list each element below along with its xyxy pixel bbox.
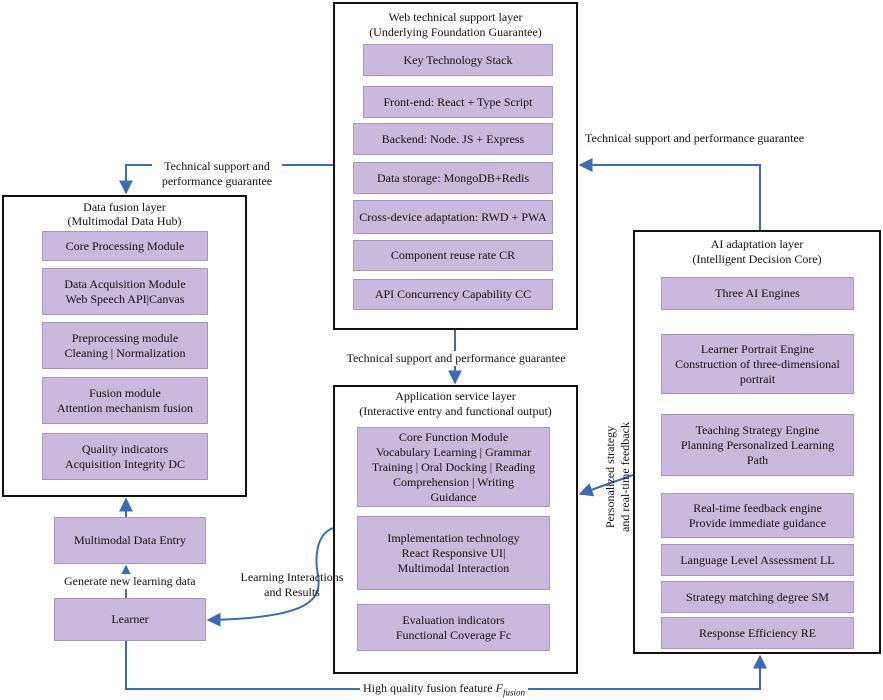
ai-layer-title: AI adaptation layer <box>710 237 804 251</box>
module-text: Backend: Node. JS + Express <box>381 131 525 146</box>
api-concurrency-module: API Concurrency Capability CC <box>353 279 553 310</box>
arrow-ai-to-web <box>578 158 761 230</box>
backend-module: Backend: Node. JS + Express <box>353 123 553 155</box>
module-text: Data Acquisition Module <box>64 276 186 291</box>
module-text: Cleaning | Normalization <box>64 345 186 360</box>
realtime-feedback-engine: Real-time feedback engine Provide immedi… <box>661 493 854 538</box>
module-text: Learner <box>111 612 149 626</box>
three-ai-engines: Three AI Engines <box>661 277 854 310</box>
preprocessing-module: Preprocessing module Cleaning | Normaliz… <box>42 322 208 369</box>
module-text: Response Efficiency RE <box>698 625 817 640</box>
response-efficiency: Response Efficiency RE <box>661 617 854 649</box>
implementation-technology-module: Implementation technology React Responsi… <box>357 516 550 590</box>
module-text: Vocabulary Learning | Grammar <box>375 444 532 459</box>
label-tech-support-right: Technical support and performance guaran… <box>585 131 805 145</box>
web-layer-subtitle: (Underlying Foundation Guarantee) <box>369 25 542 39</box>
module-text: Web Speech API|Canvas <box>65 291 185 306</box>
label-learning-interactions: Learning Interactions and Results <box>228 570 356 600</box>
module-text: Planning Personalized Learning <box>680 437 835 452</box>
teaching-strategy-engine: Teaching Strategy Engine Planning Person… <box>661 414 854 476</box>
app-layer-subtitle: (Interactive entry and functional output… <box>359 404 552 418</box>
module-text: Multimodal Data Entry <box>74 533 186 547</box>
module-text: Key Technology Stack <box>403 52 513 67</box>
module-text: Path <box>746 452 769 467</box>
module-text: Acquisition Integrity DC <box>65 456 185 471</box>
module-text: Attention mechanism fusion <box>57 400 193 415</box>
module-text: Construction of three-dimensional <box>675 356 840 371</box>
label-text: High quality fusion feature <box>363 681 496 695</box>
module-text: Multimodal Interaction <box>397 560 510 575</box>
component-reuse-module: Component reuse rate CR <box>353 240 553 271</box>
label-personalized-feedback: Personalized strategy and real-time feed… <box>603 412 633 542</box>
label-line: and real-time feedback <box>618 422 632 532</box>
core-function-module: Core Function Module Vocabulary Learning… <box>357 427 550 507</box>
fusion-subscript: fusion <box>502 687 525 698</box>
front-end-module: Front-end: React + Type Script <box>363 86 553 118</box>
fusion-symbol: F <box>495 681 503 695</box>
module-text: API Concurrency Capability CC <box>374 287 532 301</box>
label-line: Personalized strategy <box>603 425 617 529</box>
module-text: Core Processing Module <box>65 238 185 253</box>
module-text: Learner Portrait Engine <box>700 341 815 356</box>
module-text: Data storage: MongoDB+Redis <box>376 170 530 185</box>
label-line: Technical support and <box>164 159 270 173</box>
label-line: performance guarantee <box>161 174 273 188</box>
module-text: Real-time feedback engine <box>693 500 822 515</box>
module-text: Cross-device adaptation: RWD + PWA <box>359 209 547 224</box>
module-text: React Responsive UI| <box>401 545 506 560</box>
module-text: Strategy matching degree SM <box>686 589 829 604</box>
module-text: Evaluation indicators <box>402 612 505 627</box>
strategy-matching-degree: Strategy matching degree SM <box>661 581 854 613</box>
cross-device-module: Cross-device adaptation: RWD + PWA <box>353 200 553 234</box>
module-text: Fusion module <box>89 385 161 400</box>
data-acquisition-module: Data Acquisition Module Web Speech API|C… <box>42 268 208 315</box>
data-storage-module: Data storage: MongoDB+Redis <box>353 162 553 194</box>
multimodal-data-entry: Multimodal Data Entry <box>54 517 206 564</box>
label-line: Learning Interactions <box>240 570 344 584</box>
fusion-layer-subtitle: (Multimodal Data Hub) <box>67 214 182 228</box>
evaluation-indicators-module: Evaluation indicators Functional Coverag… <box>357 604 550 651</box>
fusion-module: Fusion module Attention mechanism fusion <box>42 377 208 424</box>
web-layer-title: Web technical support layer <box>388 10 523 24</box>
label-generate-data: Generate new learning data <box>62 574 198 589</box>
module-text: Provide immediate guidance <box>688 515 827 530</box>
module-text: Front-end: React + Type Script <box>383 94 533 109</box>
label-tech-support-mid: Technical support and performance guaran… <box>325 351 587 366</box>
ai-layer-subtitle: (Intelligent Decision Core) <box>692 252 822 266</box>
module-text: portrait <box>739 371 776 386</box>
module-text: Three AI Engines <box>715 286 800 300</box>
module-text: Core Function Module <box>398 429 509 444</box>
module-text: Functional Coverage Fc <box>395 627 512 642</box>
learner-box: Learner <box>54 598 206 641</box>
module-text: Language Level Assessment LL <box>680 552 835 567</box>
module-text: Preprocessing module <box>71 330 179 345</box>
learner-portrait-engine: Learner Portrait Engine Construction of … <box>661 334 854 394</box>
module-text: Guidance <box>430 489 477 504</box>
label-fusion-feature: High quality fusion feature Ffusion <box>360 681 528 700</box>
module-text: Teaching Strategy Engine <box>695 422 820 437</box>
module-text: Comprehension | Writing <box>392 474 515 489</box>
label-tech-support-left: Technical support and performance guaran… <box>152 159 282 189</box>
module-text: Training | Oral Docking | Reading <box>371 459 536 474</box>
key-technology-stack: Key Technology Stack <box>363 44 553 76</box>
core-processing-module: Core Processing Module <box>42 231 208 261</box>
module-text: Component reuse rate CR <box>390 248 516 262</box>
app-layer-title: Application service layer <box>395 389 516 403</box>
label-line: and Results <box>264 585 320 599</box>
quality-indicators-module: Quality indicators Acquisition Integrity… <box>42 433 208 480</box>
language-level-assessment: Language Level Assessment LL <box>661 544 854 576</box>
fusion-layer-title: Data fusion layer <box>83 200 166 214</box>
module-text: Implementation technology <box>387 530 520 545</box>
module-text: Quality indicators <box>81 441 169 456</box>
